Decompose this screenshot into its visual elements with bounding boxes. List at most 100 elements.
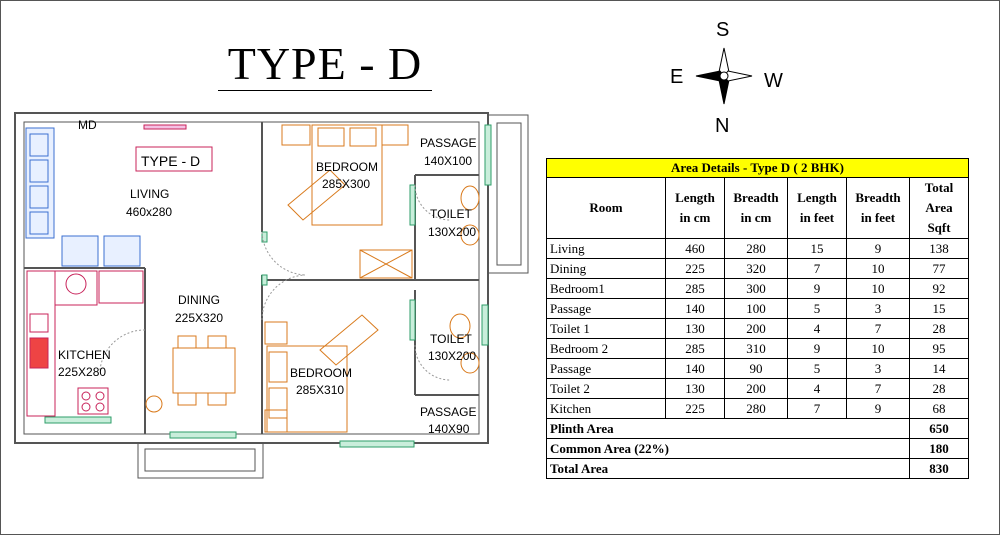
door-swing-bedroom2	[261, 274, 306, 321]
label-living: LIVING	[130, 187, 169, 201]
balconies	[137, 114, 529, 479]
page-title: TYPE - D	[218, 38, 432, 91]
door-swing-bedroom1	[261, 231, 306, 276]
bedside-2b	[264, 409, 288, 433]
value-cell: 130	[665, 378, 725, 399]
value-cell: 5	[787, 358, 847, 379]
value-cell: 7	[787, 258, 847, 279]
outer-wall	[14, 112, 489, 444]
room-name-cell: Passage	[546, 298, 666, 319]
kitchen-counter	[26, 270, 56, 417]
label-toilet2: TOILET	[430, 332, 472, 346]
washbasin	[145, 395, 163, 413]
label-passage1: PASSAGE	[420, 136, 476, 150]
value-cell: 460	[665, 238, 725, 259]
header-room: Room	[546, 177, 666, 239]
value-cell: 95	[909, 338, 969, 359]
total-value: 830	[909, 458, 969, 479]
furniture	[145, 124, 413, 433]
label-passage2-size: 140X90	[428, 422, 470, 436]
header-length-cm: Length in cm	[665, 177, 725, 239]
value-cell: 77	[909, 258, 969, 279]
value-cell: 5	[787, 298, 847, 319]
room-name-cell: Toilet 1	[546, 318, 666, 339]
value-cell: 138	[909, 238, 969, 259]
pillow-1b	[349, 127, 377, 147]
sofa-cushion-4	[29, 211, 49, 235]
value-cell: 4	[787, 318, 847, 339]
door-swing-kitchen	[99, 329, 146, 371]
value-cell: 130	[665, 318, 725, 339]
value-cell: 320	[724, 258, 788, 279]
walls	[14, 112, 489, 444]
armchair-2	[103, 235, 141, 267]
label-toilet1-size: 130X200	[428, 225, 476, 239]
value-cell: 140	[665, 298, 725, 319]
door-swings	[99, 184, 451, 381]
drain-board	[29, 337, 49, 369]
value-cell: 3	[846, 358, 910, 379]
value-cell: 285	[665, 338, 725, 359]
window-bedroom1	[484, 124, 492, 186]
room-name-cell: Passage	[546, 358, 666, 379]
value-cell: 100	[724, 298, 788, 319]
room-name-cell: Bedroom1	[546, 278, 666, 299]
value-cell: 140	[665, 358, 725, 379]
burner-1	[81, 391, 91, 401]
window-toilet2-door	[409, 299, 416, 341]
fridge	[54, 270, 98, 306]
wc-1	[460, 185, 480, 211]
label-bedroom1: BEDROOM	[316, 160, 378, 174]
balcony-bottom	[137, 442, 264, 479]
sofa-cushion-2	[29, 159, 49, 183]
value-cell: 28	[909, 318, 969, 339]
value-cell: 9	[846, 238, 910, 259]
window-dining	[169, 431, 237, 439]
type-tag-box	[135, 146, 213, 172]
label-passage2: PASSAGE	[420, 405, 476, 419]
rug-1	[287, 169, 346, 221]
chair-4	[207, 392, 227, 406]
compass-north: N	[715, 115, 729, 137]
chair-3	[177, 392, 197, 406]
window-bedroom2	[339, 440, 415, 448]
value-cell: 310	[724, 338, 788, 359]
bedside-2a	[264, 321, 288, 345]
value-cell: 14	[909, 358, 969, 379]
value-cell: 68	[909, 398, 969, 419]
value-cell: 200	[724, 378, 788, 399]
inner-wall	[23, 121, 480, 435]
basin-1	[460, 224, 480, 246]
total-label: Plinth Area	[546, 418, 910, 439]
window-kitchen	[44, 416, 112, 424]
label-md: MD	[78, 118, 97, 132]
value-cell: 10	[846, 338, 910, 359]
burner-4	[95, 402, 105, 412]
value-cell: 28	[909, 378, 969, 399]
room-labels: MD TYPE - D LIVING 460x280 BEDROOM 285X3…	[58, 118, 476, 436]
label-bedroom2-size: 285X310	[296, 383, 344, 397]
total-value: 650	[909, 418, 969, 439]
header-breadth-ft: Breadth in feet	[846, 177, 910, 239]
door-jamb-2	[261, 274, 268, 286]
room-name-cell: Living	[546, 238, 666, 259]
value-cell: 9	[846, 398, 910, 419]
pillow-1a	[317, 127, 345, 147]
value-cell: 7	[846, 378, 910, 399]
room-name-cell: Bedroom 2	[546, 338, 666, 359]
total-label: Common Area (22%)	[546, 438, 910, 459]
sofa-cushion-3	[29, 185, 49, 209]
value-cell: 280	[724, 398, 788, 419]
label-bedroom1-size: 285X300	[322, 177, 370, 191]
total-row: Common Area (22%)180	[546, 438, 969, 459]
wardrobe-1	[359, 249, 413, 279]
sofa-cushion-1	[29, 133, 49, 157]
pillow-2a	[268, 351, 288, 383]
